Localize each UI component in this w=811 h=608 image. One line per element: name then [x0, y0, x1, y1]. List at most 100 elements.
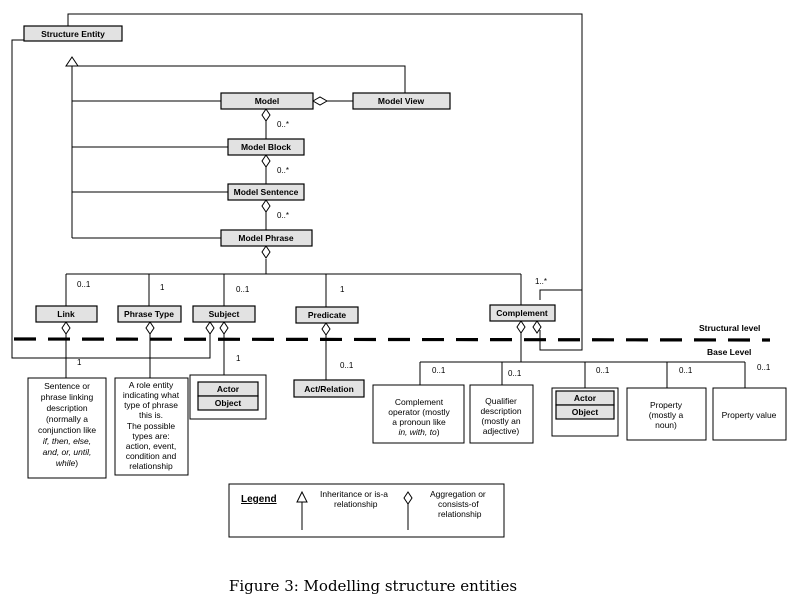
complement-operator-description: Complement operator (mostly a pronoun li…: [372, 384, 465, 444]
entity-phrase-type: Phrase Type: [117, 305, 182, 323]
line-structure-to-complement: [67, 13, 583, 300]
link-desc-line: (normally a: [46, 414, 88, 424]
subject-actor-object: Actor Object: [189, 374, 267, 420]
mult-subject-actor: 1: [236, 354, 241, 363]
phrase-type-desc-line: condition and: [126, 451, 177, 461]
structural-level-label: Structural level: [699, 323, 760, 333]
phrase-type-desc-line: The possible: [127, 421, 175, 431]
aggregation-diamond-link: [61, 321, 71, 335]
entity-subject-label: Subject: [209, 309, 240, 319]
entity-model-view-label: Model View: [378, 96, 425, 106]
link-desc-italic: while: [56, 458, 76, 468]
qualifier-desc-line: description: [480, 406, 521, 416]
phrase-type-desc-line: relationship: [129, 461, 173, 471]
phrase-type-desc-line: A role entity: [129, 380, 174, 390]
aggregation-diamond-model: [261, 108, 271, 122]
entity-link-label: Link: [57, 309, 75, 319]
mult-subject: 0..1: [236, 285, 250, 294]
aggregation-diamond-predicate: [321, 322, 331, 336]
operator-desc-tail: ): [437, 427, 440, 437]
entity-model-sentence: Model Sentence: [227, 183, 305, 201]
line-structure-left: [11, 39, 211, 359]
entity-model-label: Model: [255, 96, 280, 106]
qualifier-desc-line: Qualifier: [485, 396, 517, 406]
legend-aggregation-line2: consists-of: [438, 499, 479, 509]
phrase-type-desc-line: types are:: [132, 431, 169, 441]
entity-model-sentence-label: Model Sentence: [234, 187, 299, 197]
mult-complement: 1..*: [535, 277, 547, 286]
property-desc-line: Property: [650, 400, 683, 410]
aggregation-diamond-phrase: [261, 245, 271, 259]
mult-act-relation: 0..1: [340, 361, 354, 370]
complement-object-label: Object: [572, 407, 599, 417]
entity-phrase-type-label: Phrase Type: [124, 309, 174, 319]
link-desc-line: conjunction like: [38, 425, 96, 435]
property-description: Property (mostly a noun): [626, 387, 707, 441]
entity-model-phrase-label: Model Phrase: [238, 233, 294, 243]
legend: Legend Inheritance or is-a relationship …: [228, 483, 505, 538]
legend-inheritance-line2: relationship: [334, 499, 378, 509]
property-desc-line: noun): [655, 420, 677, 430]
subject-actor-label: Actor: [217, 384, 240, 394]
mult-model-sentence: 0..*: [277, 166, 289, 175]
legend-aggregation-line3: relationship: [438, 509, 482, 519]
figure-caption: Figure 3: Modelling structure entities: [229, 577, 517, 595]
entity-predicate-label: Predicate: [308, 310, 347, 320]
mult-model-phrase: 0..*: [277, 211, 289, 220]
property-desc-line: (mostly a: [649, 410, 684, 420]
entity-complement: Complement: [489, 304, 556, 322]
mult-link: 0..1: [77, 280, 91, 289]
entity-act-relation-label: Act/Relation: [304, 384, 354, 394]
complement-actor-object: Actor Object: [551, 387, 619, 437]
link-desc-line: and, or, until,: [43, 447, 92, 457]
link-desc-line: while): [56, 458, 78, 468]
aggregation-diamond-complement-a: [516, 320, 526, 334]
phrase-type-desc-line: action, event,: [126, 441, 177, 451]
entity-act-relation: Act/Relation: [293, 379, 365, 398]
entity-model: Model: [220, 92, 314, 110]
qualifier-description: Qualifier description (mostly an adjecti…: [469, 384, 534, 444]
entity-model-view: Model View: [352, 92, 451, 110]
mult-property: 0..1: [679, 366, 693, 375]
mult-predicate: 1: [340, 285, 345, 294]
base-level-label: Base Level: [707, 347, 751, 357]
phrase-type-desc-line: type of phrase: [124, 400, 178, 410]
aggregation-diamond-model-view: [311, 96, 329, 106]
qualifier-desc-line: adjective): [483, 426, 520, 436]
aggregation-diamond-sentence: [261, 199, 271, 213]
subject-object-label: Object: [215, 398, 242, 408]
multiplicity-labels: 0..* 0..* 0..* 0..1 1 0..1 1 1..* 1 1 0.…: [77, 120, 771, 378]
aggregation-diamond-subject-b: [219, 321, 229, 335]
aggregation-diamond-complement-b: [532, 320, 542, 334]
entity-model-phrase: Model Phrase: [220, 229, 313, 247]
operator-desc-line: in, with, to): [398, 427, 439, 437]
entity-structure: Structure Entity: [23, 25, 123, 42]
mult-qualifier: 0..1: [508, 369, 522, 378]
phrase-type-description: A role entity indicating what type of ph…: [114, 377, 189, 476]
qualifier-desc-line: (mostly an: [481, 416, 520, 426]
link-desc-line: if, then, else,: [43, 436, 91, 446]
entity-predicate: Predicate: [295, 306, 359, 324]
legend-inheritance-line1: Inheritance or is-a: [320, 489, 388, 499]
legend-aggregation-line1: Aggregation or: [430, 489, 486, 499]
property-value-desc-line: Property value: [722, 410, 777, 420]
level-separator: [13, 337, 771, 342]
entity-model-block-label: Model Block: [241, 142, 291, 152]
mult-property-value: 0..1: [757, 363, 771, 372]
inheritance-triangle: [65, 56, 79, 67]
mult-link-desc: 1: [77, 358, 82, 367]
aggregation-diamond-phrasetype: [145, 321, 155, 335]
phrase-type-desc-line: indicating what: [123, 390, 180, 400]
aggregation-diamond-block: [261, 154, 271, 168]
link-description: Sentence or phrase linking description (…: [27, 377, 107, 479]
phrase-type-desc-line: this is.: [139, 410, 163, 420]
operator-desc-line: operator (mostly: [388, 407, 450, 417]
property-value-description: Property value: [712, 387, 787, 441]
mult-model-block: 0..*: [277, 120, 289, 129]
legend-title: Legend: [241, 494, 277, 505]
link-desc-tail: ): [75, 458, 78, 468]
entity-subject: Subject: [192, 305, 256, 323]
operator-desc-line: a pronoun like: [392, 417, 446, 427]
link-desc-line: description: [46, 403, 87, 413]
complement-actor-label: Actor: [574, 393, 597, 403]
